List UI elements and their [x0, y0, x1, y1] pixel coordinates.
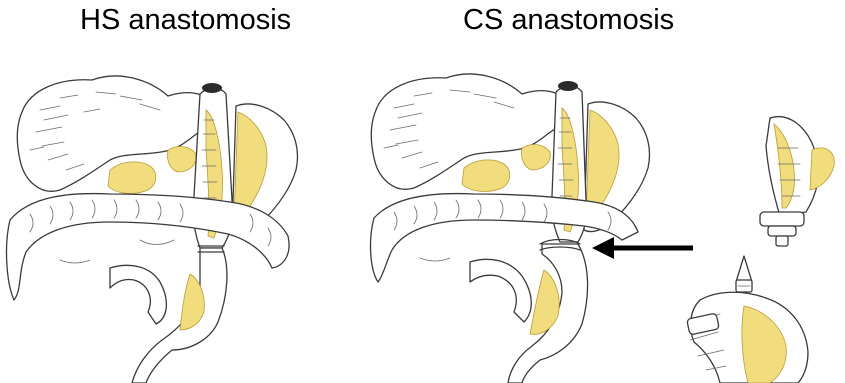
detail-anvil-head	[760, 212, 804, 226]
detail-anvil-shaft	[776, 236, 788, 246]
hs-esophagus-stump	[202, 83, 222, 93]
cs-illustration	[371, 74, 650, 383]
hs-small-bowel-loop	[110, 265, 166, 324]
cs-mesentery-fat	[462, 160, 510, 192]
hs-illustration	[7, 76, 298, 383]
hs-mesentery-fat	[108, 162, 156, 194]
hs-efferent-limb	[132, 248, 227, 383]
detail-stapler-spike	[736, 256, 752, 282]
cs-esophagus-stump	[558, 81, 578, 91]
stapler-detail	[687, 117, 835, 383]
cs-small-bowel-loop	[470, 259, 531, 322]
arrow-left-icon	[592, 237, 693, 259]
